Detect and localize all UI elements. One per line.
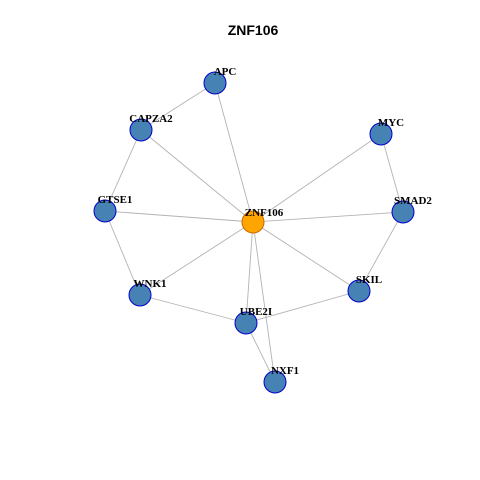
node-label-wnk1: WNK1: [134, 278, 167, 290]
edge-gtse1-wnk1: [104, 210, 141, 296]
node-ube2i[interactable]: [234, 311, 258, 335]
edge-znf106-nxf1: [252, 221, 276, 383]
node-label-smad2: SMAD2: [394, 195, 432, 207]
node-apc[interactable]: [203, 71, 227, 95]
node-skil[interactable]: [347, 279, 371, 303]
edge-wnk1-ube2i: [139, 294, 247, 324]
edge-znf106-wnk1: [139, 221, 254, 296]
edge-znf106-apc: [214, 82, 254, 223]
edge-znf106-smad2: [252, 211, 404, 223]
node-label-skil: SKIL: [356, 274, 382, 286]
node-label-apc: APC: [214, 66, 237, 78]
edge-znf106-capza2: [140, 129, 254, 223]
node-label-capza2: CAPZA2: [129, 113, 173, 125]
node-label-znf106: ZNF106: [245, 207, 284, 219]
edge-znf106-skil: [252, 221, 360, 292]
node-myc[interactable]: [369, 122, 393, 146]
node-capza2[interactable]: [129, 118, 153, 142]
edge-capza2-gtse1: [104, 129, 142, 212]
node-nxf1[interactable]: [263, 370, 287, 394]
node-label-nxf1: NXF1: [271, 365, 299, 377]
edge-znf106-ube2i: [245, 221, 254, 324]
node-znf106[interactable]: [241, 210, 265, 234]
edges-layer: [104, 82, 404, 383]
node-gtse1[interactable]: [93, 199, 117, 223]
node-label-ube2i: UBE2I: [240, 306, 272, 318]
nodes-layer: [93, 71, 415, 394]
edge-znf106-myc: [252, 133, 382, 223]
node-smad2[interactable]: [391, 200, 415, 224]
edge-smad2-myc: [380, 133, 404, 213]
edge-znf106-gtse1: [104, 210, 254, 223]
node-wnk1[interactable]: [128, 283, 152, 307]
edge-skil-smad2: [358, 211, 404, 292]
diagram-title: ZNF106: [228, 22, 279, 38]
edge-apc-capza2: [140, 82, 216, 131]
node-label-myc: MYC: [378, 117, 404, 129]
node-label-gtse1: GTSE1: [98, 194, 133, 206]
edge-ube2i-skil: [245, 290, 360, 324]
